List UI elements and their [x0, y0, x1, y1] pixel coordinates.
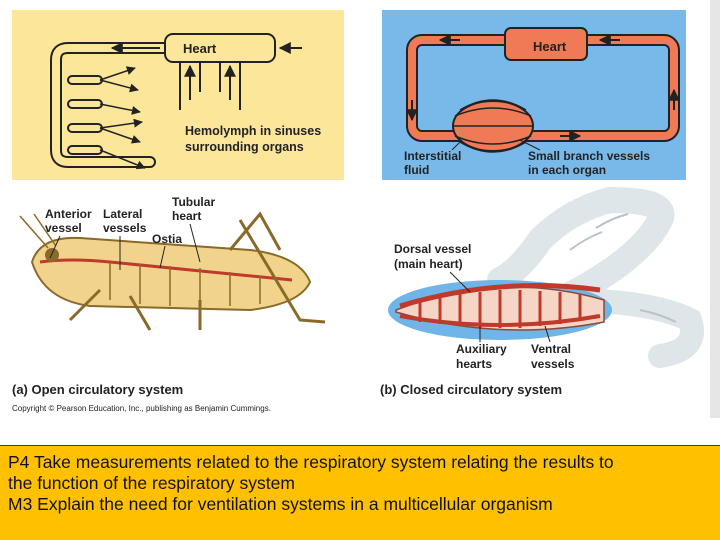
- lateral-vessels-label-line1: Lateral: [103, 207, 142, 221]
- slide-edge-strip: [710, 0, 720, 418]
- auxiliary-hearts: [418, 290, 582, 328]
- earthworm-illustration: Dorsal vessel (main heart) Auxiliary hea…: [388, 186, 704, 371]
- open-heart-ostia: [179, 62, 241, 110]
- dorsal-vessel: [399, 283, 601, 309]
- tubular-heart-label-line2: heart: [172, 209, 201, 223]
- grasshopper-illustration: Anterior vessel Lateral vessels Tubular …: [19, 195, 326, 331]
- ostia-label: Ostia: [152, 232, 182, 246]
- auxiliary-hearts-label-line1: Auxiliary: [456, 342, 507, 356]
- closed-system-schematic: Heart Interstitial fluid Small branch ve…: [382, 10, 686, 180]
- open-heart: [164, 33, 276, 63]
- copyright-note: Copyright © Pearson Education, Inc., pub…: [12, 404, 271, 413]
- circulatory-diagram: Heart Hemolymph in sinuses surrounding o: [12, 10, 704, 413]
- caption-closed-system: (b) Closed circulatory system: [380, 382, 562, 397]
- closed-heart: [504, 27, 588, 61]
- grasshopper-heart-tube: [39, 258, 293, 282]
- task-box: P4 Take measurements related to the resp…: [0, 445, 720, 540]
- anterior-vessel-label-line1: Anterior: [45, 207, 92, 221]
- lateral-vessels-label-line2: vessels: [103, 221, 147, 235]
- task-p4-line1: P4 Take measurements related to the resp…: [8, 452, 614, 472]
- closed-heart-label: Heart: [533, 39, 567, 54]
- tubular-heart-label-line1: Tubular: [172, 195, 215, 209]
- auxiliary-hearts-label-line2: hearts: [456, 357, 492, 371]
- interstitial-label-line2: fluid: [404, 163, 429, 177]
- ventral-vessels-label-line1: Ventral: [531, 342, 571, 356]
- grasshopper-body: [30, 236, 312, 312]
- grasshopper-eye: [45, 248, 59, 262]
- hemolymph-label-line1: Hemolymph in sinuses: [185, 124, 321, 138]
- hemolymph-label-line2: surrounding organs: [185, 140, 304, 154]
- task-p4-line2: the function of the respiratory system: [8, 473, 295, 493]
- open-heart-label: Heart: [183, 41, 217, 56]
- dorsal-vessel-label-line2: (main heart): [394, 257, 463, 271]
- ventral-vessels-label-line2: vessels: [531, 357, 575, 371]
- dorsal-vessel-label-line1: Dorsal vessel: [394, 242, 471, 256]
- anterior-vessel-label-line2: vessel: [45, 221, 82, 235]
- caption-open-system: (a) Open circulatory system: [12, 382, 183, 397]
- small-vessels-label-line2: in each organ: [528, 163, 606, 177]
- interstitial-label-line1: Interstitial: [404, 149, 461, 163]
- small-vessels-label-line1: Small branch vessels: [528, 149, 650, 163]
- open-system-schematic: Heart Hemolymph in sinuses surrounding o: [12, 10, 344, 180]
- task-m3: M3 Explain the need for ventilation syst…: [8, 494, 553, 514]
- grasshopper-antennae: [19, 213, 57, 249]
- earthworm-tail: [487, 186, 675, 313]
- circulatory-figure: Heart Hemolymph in sinuses surrounding o: [0, 0, 720, 418]
